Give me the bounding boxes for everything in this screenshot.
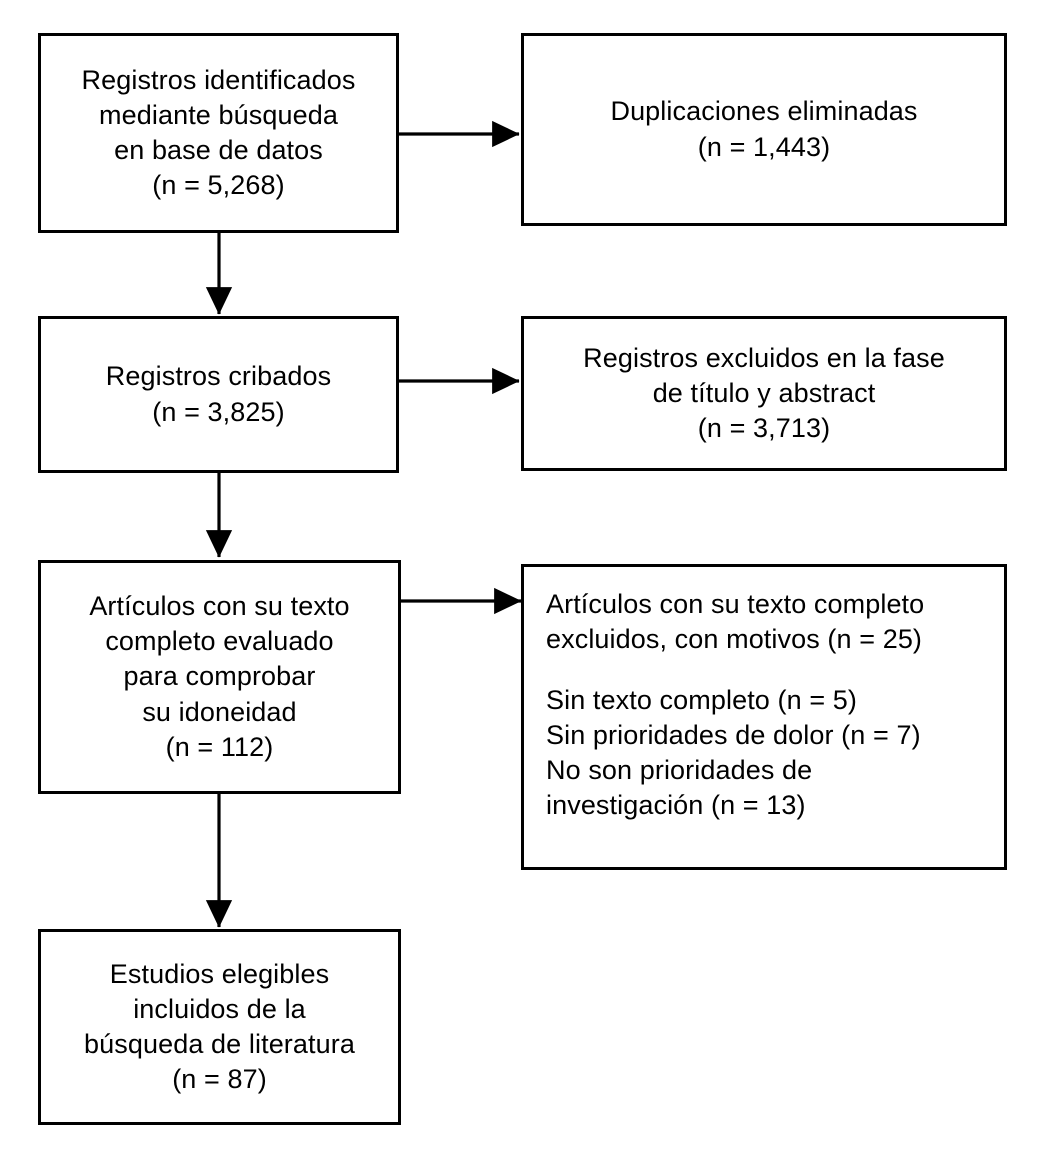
records-excluded-box: Registros excluidos en la fase de título… xyxy=(521,316,1007,471)
studies-included-box: Estudios elegibles incluidos de la búsqu… xyxy=(38,929,401,1125)
records-excluded-text: Registros excluidos en la fase de título… xyxy=(583,342,945,444)
records-identified-text: Registros identificados mediante búsqued… xyxy=(81,64,356,201)
duplicates-removed-text: Duplicaciones eliminadas (n = 1,443) xyxy=(610,96,918,162)
fulltext-excluded-reasons: Sin texto completo (n = 5) Sin prioridad… xyxy=(546,685,921,821)
records-screened-box: Registros cribados (n = 3,825) xyxy=(38,316,399,473)
records-identified-box: Registros identificados mediante búsqued… xyxy=(38,33,399,233)
duplicates-removed-box: Duplicaciones eliminadas (n = 1,443) xyxy=(521,33,1007,226)
fulltext-excluded-box: Artículos con su texto completo excluido… xyxy=(521,564,1007,870)
studies-included-text: Estudios elegibles incluidos de la búsqu… xyxy=(84,958,355,1095)
fulltext-excluded-heading: Artículos con su texto completo excluido… xyxy=(546,589,925,655)
fulltext-assessed-text: Artículos con su texto completo evaluado… xyxy=(89,591,350,762)
records-screened-text: Registros cribados (n = 3,825) xyxy=(105,361,332,427)
fulltext-assessed-box: Artículos con su texto completo evaluado… xyxy=(38,560,401,794)
